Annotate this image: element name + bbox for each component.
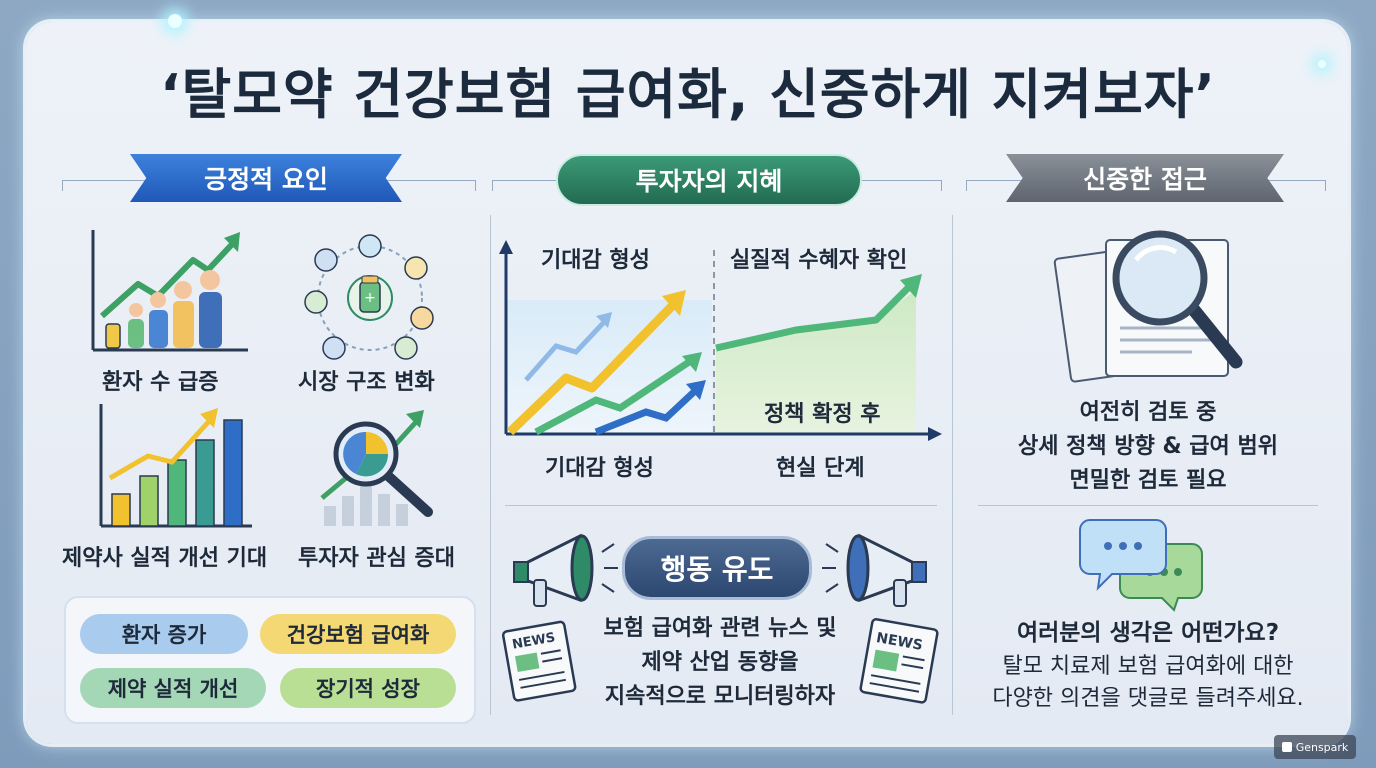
action-badge: 행동 유도 <box>622 536 812 600</box>
question-headline: 여러분의 생각은 어떤가요? <box>1016 620 1280 646</box>
header-investor-wisdom: 투자자의 지혜 <box>556 154 862 206</box>
factor-label-interest: 투자자 관심 증대 <box>298 546 455 571</box>
patient-growth-icon <box>91 230 248 352</box>
summary-pill-insurance: 건강보험 급여화 <box>260 614 456 654</box>
factor-label-earnings: 제약사 실적 개선 기대 <box>62 546 268 571</box>
genspark-logo-icon <box>1281 742 1292 752</box>
question-line-1: 탈모 치료제 보험 급여화에 대한 <box>1002 654 1294 679</box>
megaphone-left-icon <box>513 533 618 607</box>
timeline-mid-right-label: 정책 확정 후 <box>764 402 881 427</box>
review-line-2: 상세 정책 방향 & 급여 범위 <box>1018 434 1278 459</box>
document-magnifier-icon <box>1053 230 1243 383</box>
megaphone-right-icon <box>822 533 927 607</box>
timeline-bottom-right-label: 현실 단계 <box>776 456 865 481</box>
factor-label-patients: 환자 수 급증 <box>102 370 219 395</box>
timeline-bottom-left-label: 기대감 형성 <box>545 456 654 481</box>
header-positive-factors: 긍정적 요인 <box>130 154 402 202</box>
review-line-3: 면밀한 검토 필요 <box>1069 468 1227 493</box>
middle-row-divider <box>505 505 937 506</box>
newspaper-left-icon <box>501 620 577 702</box>
review-line-1: 여전히 검토 중 <box>1079 400 1217 425</box>
summary-pill-growth: 장기적 성장 <box>280 668 456 708</box>
watermark-label: Genspark <box>1295 740 1349 754</box>
header-careful-approach: 신중한 접근 <box>1006 154 1284 202</box>
action-line-1: 보험 급여화 관련 뉴스 및 <box>603 616 837 641</box>
newspaper-right-icon <box>859 618 939 704</box>
timeline-top-left-label: 기대감 형성 <box>541 248 650 273</box>
summary-pill-patients: 환자 증가 <box>80 614 248 654</box>
timeline-top-right-label: 실질적 수혜자 확인 <box>730 248 908 273</box>
right-row-divider <box>978 505 1318 506</box>
glow-dot-top-left <box>168 14 182 28</box>
question-line-2: 다양한 의견을 댓글로 들려주세요. <box>992 686 1304 711</box>
action-line-2: 제약 산업 동향을 <box>641 650 799 675</box>
timeline-diagram <box>499 240 942 441</box>
market-network-icon: + <box>304 234 434 360</box>
column-divider-right <box>952 215 953 715</box>
glow-dot-top-right <box>1318 60 1326 68</box>
column-divider-left <box>490 215 491 715</box>
factor-label-market: 시장 구조 변화 <box>298 370 435 395</box>
genspark-watermark: Genspark <box>1274 735 1356 759</box>
action-line-3: 지속적으로 모니터링하자 <box>604 684 836 709</box>
revenue-bar-chart-icon <box>99 404 252 528</box>
chat-bubbles-icon <box>1079 519 1203 612</box>
summary-pill-earnings: 제약 실적 개선 <box>80 668 266 708</box>
investor-interest-icon <box>320 410 433 526</box>
svg-text:+: + <box>364 290 376 306</box>
page-title: ‘탈모약 건강보험 급여화, 신중하게 지켜보자’ <box>160 63 1216 126</box>
